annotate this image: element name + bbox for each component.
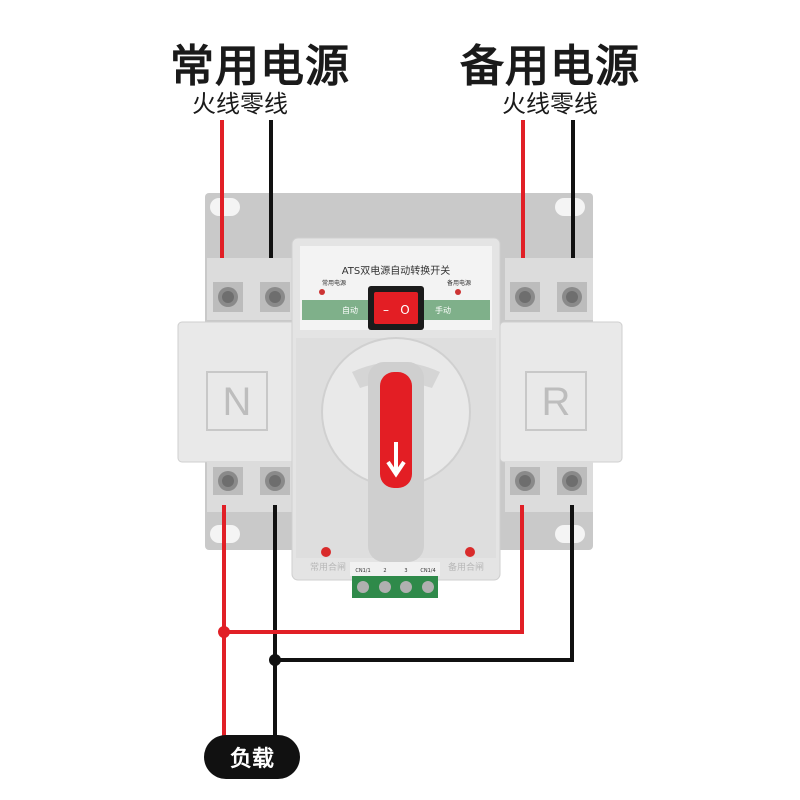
mount-hole [210, 198, 240, 216]
terminal-label-3: 3 [404, 568, 407, 574]
backup-source-title: 备用电源 [460, 41, 640, 92]
terminal-screw [213, 282, 587, 312]
mode-auto-label: 自动 [342, 305, 358, 315]
mount-hole [555, 198, 585, 216]
neutral-junction [269, 654, 281, 666]
bottom-right-label: 备用合闸 [448, 561, 484, 573]
rocker-symbol-on: O [400, 303, 409, 317]
left-module-frame [206, 371, 268, 431]
terminal-label-strip [350, 562, 440, 576]
backup-live-bridge [224, 505, 524, 634]
backup-indicator-led [455, 289, 461, 295]
load-label: 负载 [204, 735, 300, 779]
live-junction [218, 626, 230, 638]
handle-red-insert [380, 372, 412, 488]
backup-source-subtitle: 火线零线 [502, 90, 598, 118]
terminal-label-1: CN1/1 [355, 568, 370, 574]
panel-title: ATS双电源自动转换开关 [342, 264, 451, 277]
arrow-down-icon [386, 442, 406, 478]
left-module-letter: N [223, 380, 252, 424]
primary-indicator-label: 常用电源 [322, 279, 346, 287]
left-status-led [321, 547, 331, 557]
backup-indicator-label: 备用电源 [447, 279, 471, 287]
right-module-frame [525, 371, 587, 431]
bottom-left-label: 常用合闸 [310, 561, 346, 573]
primary-source-subtitle: 火线零线 [192, 90, 288, 118]
rocker-symbol-off: – [383, 303, 389, 317]
terminal-label-2: 2 [383, 568, 386, 574]
rocker-face[interactable] [374, 292, 418, 324]
green-terminal-block [352, 576, 438, 598]
terminal-screw [213, 467, 587, 495]
primary-indicator-led [319, 289, 325, 295]
right-status-led [465, 547, 475, 557]
mode-manual-label: 手动 [435, 305, 451, 315]
terminal-screw [357, 581, 434, 593]
backup-neutral-bridge [275, 505, 574, 662]
right-module-letter: R [542, 380, 571, 424]
terminal-label-4: CN1/4 [420, 568, 435, 574]
primary-source-title: 常用电源 [170, 41, 350, 92]
